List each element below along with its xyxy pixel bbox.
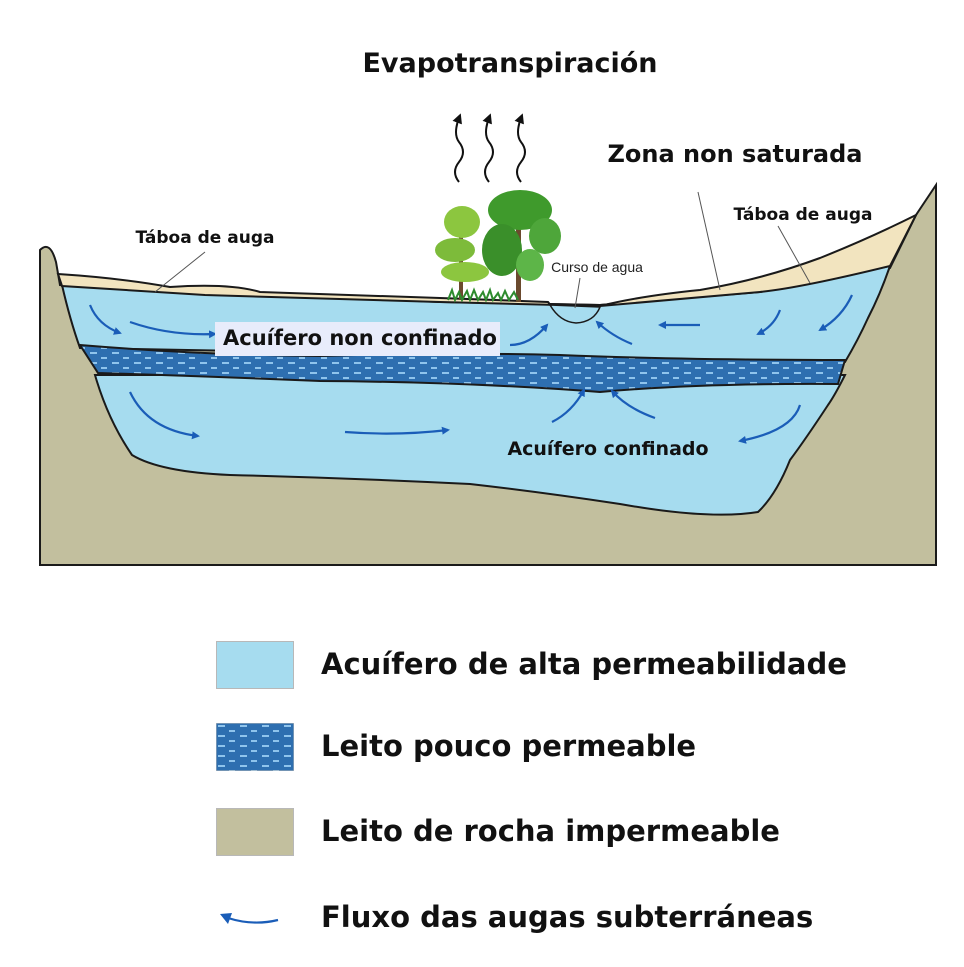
- leader-water-table-right: [777, 225, 811, 284]
- unconfined-aquifer-label: Acuífero non confinado: [223, 326, 497, 350]
- tree-crown-2d: [516, 249, 544, 281]
- flow-arrow-9: [344, 426, 450, 435]
- confined-aquifer-label: Acuífero confinado: [507, 438, 708, 460]
- flow-arrow-10: [551, 388, 585, 423]
- flow-arrow-12: [738, 404, 802, 444]
- leader-water-table-left: [154, 251, 206, 293]
- groundwater-flow-arrows: [88, 294, 854, 444]
- trees: [435, 190, 561, 303]
- legend-item-aquitard: Leito pouco permeable: [216, 723, 916, 773]
- leader-lines: [154, 191, 811, 309]
- legend-label-aquifer: Acuífero de alta permeabilidade: [321, 647, 847, 681]
- stream-label: Curso de agua: [551, 259, 643, 275]
- legend-label-aquitard: Leito pouco permeable: [321, 729, 697, 763]
- bedrock-swatch: [216, 808, 294, 856]
- unsaturated-topsoil: [56, 212, 919, 322]
- stream-water: [548, 304, 602, 324]
- flow-arrow-8: [129, 391, 200, 440]
- tree-crown-2b: [482, 224, 522, 276]
- flow-arrow-icon: [220, 913, 279, 924]
- unsaturated-zone-label: Zona non saturada: [608, 140, 863, 168]
- legend-item-aquifer: Acuífero de alta permeabilidade: [216, 641, 916, 691]
- flow-arrow-2: [129, 320, 217, 339]
- aquifer-swatch: [216, 641, 294, 689]
- flow-arrow-3: [509, 323, 549, 347]
- water-table-right-label: Táboa de auga: [734, 205, 873, 225]
- tree-crown-2a: [488, 190, 552, 230]
- flow-arrow-6: [756, 309, 782, 335]
- evap-arrow-2: [482, 113, 494, 183]
- legend-item-flow: Fluxo das augas subterráneas: [216, 894, 916, 944]
- unconfined-label-bg: [215, 322, 500, 356]
- legend-label-flow: Fluxo das augas subterráneas: [321, 900, 814, 934]
- leader-unsaturated: [697, 191, 721, 291]
- flow-arrow-7: [818, 294, 854, 332]
- tree-crown-1b: [435, 238, 475, 262]
- water-table-left-label: Táboa de auga: [136, 228, 275, 248]
- flow-arrow-4: [595, 320, 633, 346]
- leader-stream: [574, 277, 581, 309]
- evapotranspiration-arrows: [452, 113, 526, 183]
- confined-aquifer: [93, 374, 847, 516]
- tree-crown-2c: [529, 218, 561, 254]
- flow-arrow-1: [88, 304, 122, 335]
- evap-arrow-3: [514, 113, 526, 183]
- tree-crown-1a: [444, 206, 480, 238]
- tree-crown-1c: [441, 262, 489, 282]
- diagram-title: Evapotranspiración: [362, 48, 657, 79]
- evap-arrow-1: [452, 113, 464, 183]
- aquitard-swatch: [216, 723, 294, 771]
- legend-label-bedrock: Leito de rocha impermeable: [321, 814, 780, 848]
- legend-item-bedrock: Leito de rocha impermeable: [216, 808, 916, 858]
- flow-arrow-11: [610, 389, 656, 420]
- grass: [447, 286, 519, 303]
